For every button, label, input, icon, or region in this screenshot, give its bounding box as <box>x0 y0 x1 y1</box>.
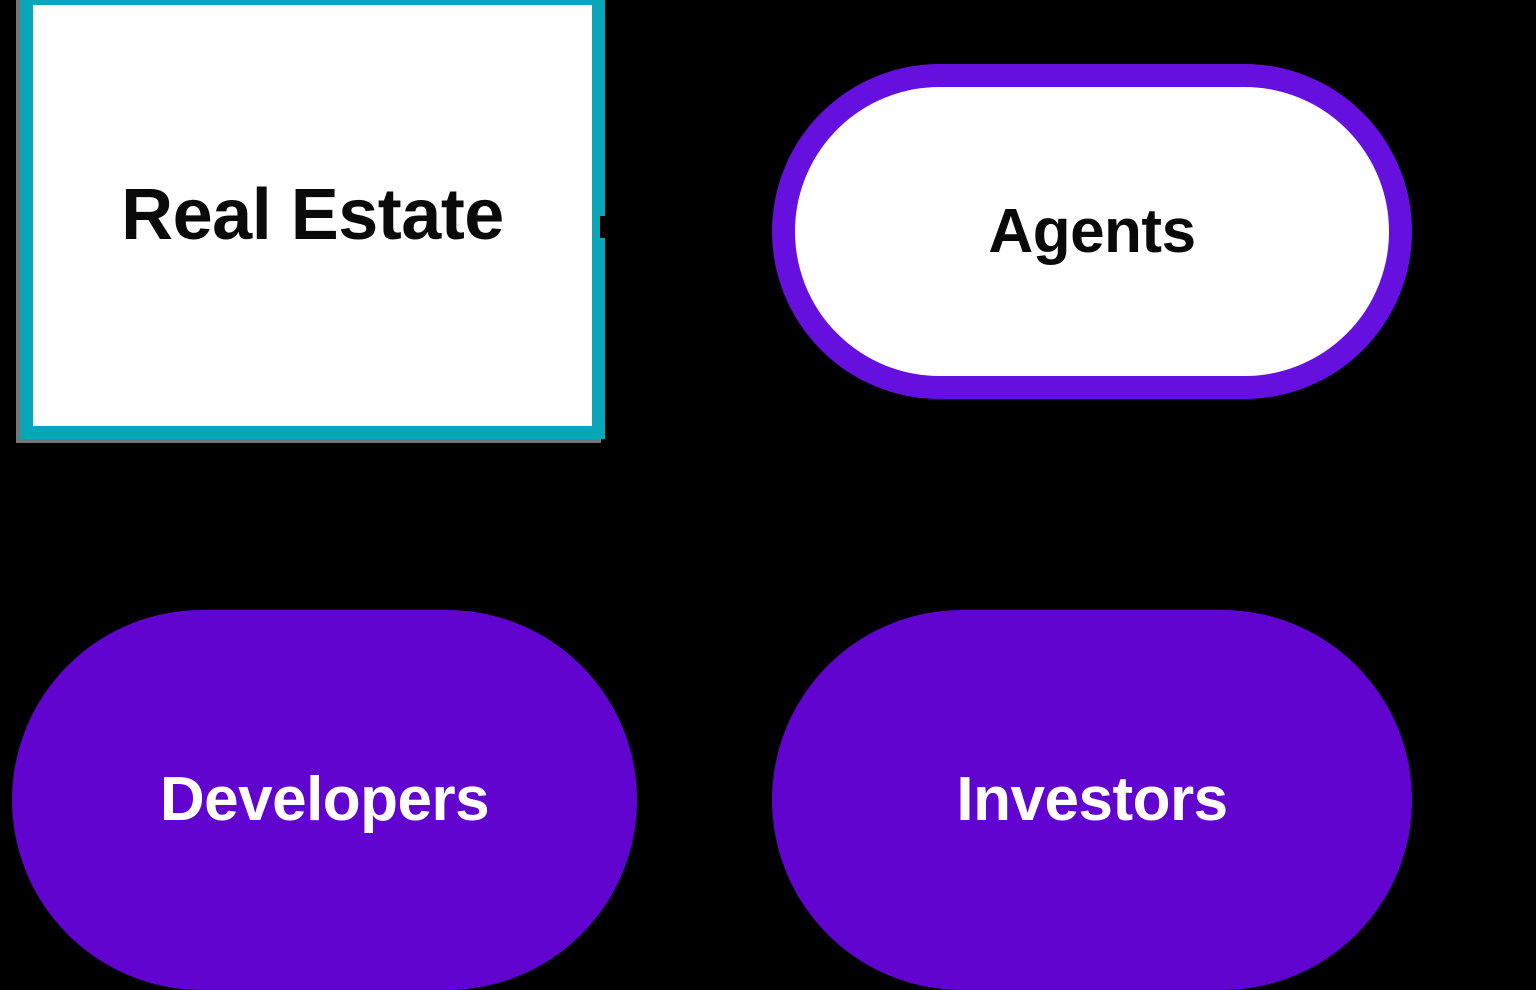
node-agents[interactable]: Agents <box>772 64 1412 399</box>
diagram-canvas: Real Estate Agents Developers Investors <box>12 0 1412 990</box>
node-real-estate[interactable]: Real Estate <box>20 0 605 439</box>
node-developers[interactable]: Developers <box>12 610 637 990</box>
node-agents-label: Agents <box>988 196 1196 266</box>
rect-border-notch <box>600 216 608 238</box>
node-investors[interactable]: Investors <box>772 610 1412 990</box>
node-real-estate-label: Real Estate <box>121 175 504 256</box>
node-investors-label: Investors <box>956 765 1228 835</box>
node-developers-label: Developers <box>159 765 490 835</box>
